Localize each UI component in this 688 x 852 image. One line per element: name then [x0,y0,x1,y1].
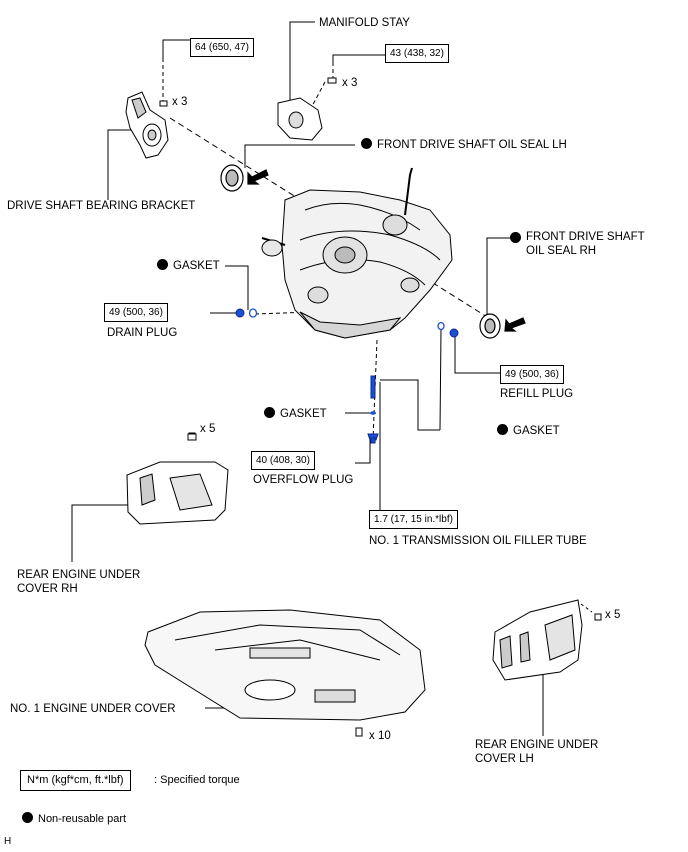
qty-under-cover: x 10 [369,730,391,742]
label-gasket-drain: GASKET [157,259,220,273]
filled-circle-icon [22,812,33,823]
overflow-plug [367,433,379,444]
label-rear-cover-lh: REAR ENGINE UNDER COVER LH [475,739,599,766]
qty-manifold-stay-bolt: x 3 [342,77,358,89]
torque-bracket-bolt: 64 (650, 47) [190,38,254,57]
legend-nonreusable: Non-reusable part [22,812,126,827]
overflow-gasket [370,411,376,415]
label-oil-filler-tube: NO. 1 TRANSMISSION OIL FILLER TUBE [369,535,587,547]
drain-plug [235,308,245,318]
refill-gasket [437,321,445,331]
label-gasket-refill-text: GASKET [513,425,560,437]
label-gasket-overflow: GASKET [264,407,327,421]
rh-cover-bolt [187,433,197,441]
refill-plug [449,328,459,338]
label-gasket-refill: GASKET [497,424,560,438]
label-overflow-plug: OVERFLOW PLUG [253,474,354,486]
arrow-icon [504,317,526,332]
legend-unit-desc: : Specified torque [154,774,240,786]
label-oil-seal-lh: FRONT DRIVE SHAFT OIL SEAL LH [361,138,567,152]
oil-seal-lh [220,164,269,192]
qty-rear-cover-lh: x 5 [605,609,621,621]
label-rear-cover-rh: REAR ENGINE UNDER COVER RH [17,569,141,596]
filled-circle-icon [264,407,275,418]
label-oil-seal-rh-text: FRONT DRIVE SHAFT OIL SEAL RH [526,231,645,258]
label-gasket-drain-text: GASKET [173,260,220,272]
torque-overflow-plug: 40 (408, 30) [251,451,315,470]
torque-manifold-stay-bolt: 43 (438, 32) [385,44,449,63]
label-drive-shaft-bearing-bracket: DRIVE SHAFT BEARING BRACKET [7,200,196,212]
arrow-icon [247,169,269,185]
qty-bracket-bolt: x 3 [172,96,188,108]
label-gasket-overflow-text: GASKET [280,408,327,420]
rear-engine-under-cover-rh [126,432,229,525]
torque-refill-plug: 49 (500, 36) [500,365,564,384]
drive-shaft-bearing-bracket [125,91,169,159]
rear-engine-under-cover-lh [492,599,602,681]
label-drain-plug: DRAIN PLUG [107,327,178,339]
label-no1-engine-under-cover: NO. 1 ENGINE UNDER COVER [10,703,176,715]
legend-unit-box: N*m (kgf*cm, ft.*lbf) [20,770,131,791]
oil-filler-tube [370,375,376,399]
manifold-stay [277,77,337,141]
filled-circle-icon [361,138,372,149]
label-oil-seal-rh: FRONT DRIVE SHAFT OIL SEAL RH [510,230,645,259]
filled-circle-icon [497,424,508,435]
bracket-bolt [159,100,168,107]
label-refill-plug: REFILL PLUG [500,388,574,400]
label-oil-seal-lh-text: FRONT DRIVE SHAFT OIL SEAL LH [377,139,567,151]
filled-circle-icon [157,259,168,270]
torque-filler-tube: 1.7 (17, 15 in.*lbf) [369,510,458,529]
transaxle-assembly [261,167,453,339]
no1-engine-under-cover [144,609,426,737]
filled-circle-icon [510,232,521,243]
figure-code: H [4,836,12,847]
qty-rear-cover-rh: x 5 [200,423,216,435]
drain-gasket [248,308,258,318]
oil-seal-rh [479,313,526,339]
torque-drain-plug: 49 (500, 36) [104,303,168,322]
label-manifold-stay: MANIFOLD STAY [319,17,410,29]
legend-nonreusable-text: Non-reusable part [38,813,127,825]
